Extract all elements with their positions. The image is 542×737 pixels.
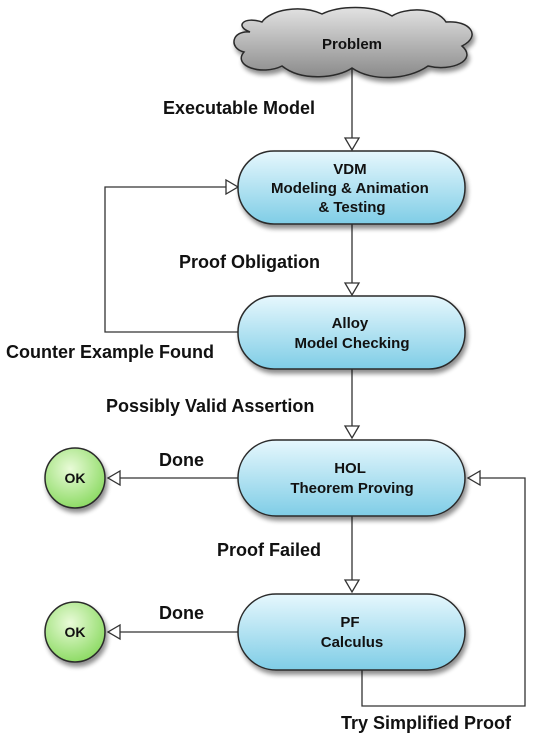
- ok-circle-1: [44, 447, 106, 509]
- alloy-shape: [237, 295, 466, 370]
- alloy-label-line-1: Alloy: [332, 315, 369, 332]
- hol-label-line-1: HOL: [334, 460, 366, 477]
- edge-try-simplified-loop: [361, 477, 526, 707]
- arrowhead-hol-right: [466, 469, 481, 487]
- hol-shape: [237, 439, 466, 517]
- ok-node-hol: OK: [44, 447, 106, 509]
- edge-counter-example-loop: [104, 186, 238, 333]
- vdm-shape: [237, 150, 466, 225]
- label-counter-example-found: Counter Example Found: [6, 342, 214, 362]
- ok-label-1: OK: [65, 470, 86, 486]
- label-proof-failed: Proof Failed: [217, 540, 321, 560]
- pf-label-line-1: PF: [340, 614, 359, 631]
- arrowhead-alloy-top: [343, 282, 361, 297]
- pf-label: PF Calculus: [321, 614, 384, 651]
- arrowhead-ok1: [106, 469, 121, 487]
- vdm-label: VDM Modeling & Animation & Testing: [271, 161, 433, 216]
- connector-lines: [104, 68, 526, 707]
- problem-label: Problem: [322, 36, 382, 53]
- label-done-hol: Done: [159, 450, 204, 470]
- ok-node-pf: OK: [44, 601, 106, 663]
- hol-node: HOL Theorem Proving: [237, 439, 466, 517]
- pf-label-line-2: Calculus: [321, 634, 384, 651]
- arrowhead-hol-top: [343, 425, 361, 440]
- vdm-label-line-3: & Testing: [318, 199, 385, 216]
- vdm-node: VDM Modeling & Animation & Testing: [237, 150, 466, 225]
- alloy-label-line-2: Model Checking: [294, 335, 409, 352]
- label-done-pf: Done: [159, 603, 204, 623]
- arrowhead-vdm-top: [343, 137, 361, 152]
- ok-circle-2: [44, 601, 106, 663]
- arrowhead-vdm-left: [225, 178, 240, 196]
- label-try-simplified-proof: Try Simplified Proof: [341, 713, 512, 733]
- problem-node: [233, 6, 473, 79]
- label-proof-obligation: Proof Obligation: [179, 252, 320, 272]
- hol-label-line-2: Theorem Proving: [290, 480, 413, 497]
- problem-cloud-shape: [233, 6, 473, 79]
- pf-shape: [237, 593, 466, 671]
- hol-label: HOL Theorem Proving: [290, 460, 413, 497]
- alloy-node: Alloy Model Checking: [237, 295, 466, 370]
- vdm-label-line-2: Modeling & Animation: [271, 180, 429, 197]
- arrowhead-pf-top: [343, 579, 361, 594]
- vdm-label-line-1: VDM: [333, 161, 366, 178]
- ok-label-2: OK: [65, 624, 86, 640]
- arrowhead-ok2: [106, 623, 121, 641]
- alloy-label: Alloy Model Checking: [294, 315, 409, 352]
- pf-node: PF Calculus: [237, 593, 466, 671]
- label-executable-model: Executable Model: [163, 98, 315, 118]
- label-possibly-valid-assertion: Possibly Valid Assertion: [106, 396, 314, 416]
